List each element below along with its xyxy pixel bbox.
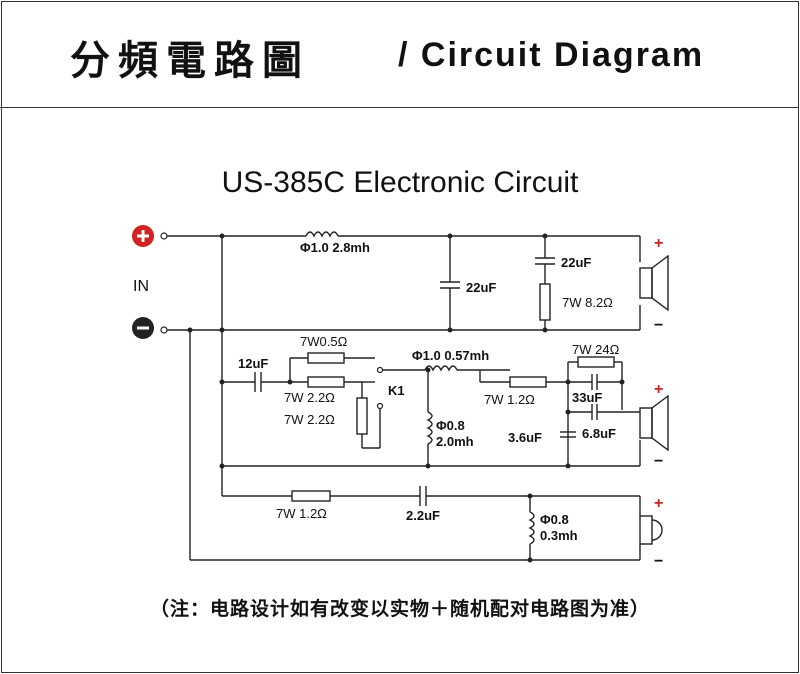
title-chinese: 分頻電路圖 bbox=[70, 38, 310, 84]
junction-dot bbox=[287, 379, 293, 385]
junction-dot bbox=[425, 367, 431, 373]
label-tweeter-resistor: 7W 8.2Ω bbox=[562, 295, 613, 310]
inductor-symbol bbox=[528, 511, 535, 545]
speaker-symbol bbox=[651, 254, 669, 312]
resistor-symbol bbox=[307, 352, 345, 364]
junction-dot bbox=[219, 327, 225, 333]
junction-dot bbox=[619, 379, 625, 385]
label-switch: K1 bbox=[388, 383, 405, 398]
footnote: （注：电路设计如有改变以实物＋随机配对电路图为准） bbox=[149, 598, 650, 620]
junction-dot bbox=[542, 233, 548, 239]
minus-sign: − bbox=[654, 317, 663, 334]
label-bass-inductor-b: 0.3mh bbox=[540, 528, 578, 543]
plus-sign: + bbox=[654, 235, 663, 252]
label-res-parallel: 7W 24Ω bbox=[572, 342, 620, 357]
label-cap-input: 12uF bbox=[238, 356, 268, 371]
label-cap-shunt: 3.6uF bbox=[508, 430, 542, 445]
label-shunt-inductor-a: Φ0.8 bbox=[436, 418, 465, 433]
label-tweeter-cap-series: 22uF bbox=[561, 255, 591, 270]
label-mid-inductor: Φ1.0 0.57mh bbox=[412, 348, 489, 363]
resistor-symbol bbox=[307, 376, 345, 388]
label-tweeter-cap-shunt: 22uF bbox=[466, 280, 496, 295]
resistor-symbol bbox=[291, 490, 331, 502]
inductor-symbol bbox=[426, 411, 433, 445]
junction-dot bbox=[219, 463, 225, 469]
minus-sign: − bbox=[654, 453, 663, 470]
switch-contact bbox=[376, 402, 384, 410]
minus-sign: − bbox=[654, 553, 663, 570]
label-res-low: 7W 2.2Ω bbox=[284, 412, 335, 427]
speaker-symbol bbox=[639, 267, 653, 299]
junction-dot bbox=[542, 327, 548, 333]
junction-dot bbox=[447, 327, 453, 333]
input-label: IN bbox=[133, 278, 149, 295]
resistor-symbol bbox=[356, 397, 368, 435]
junction-dot bbox=[565, 463, 571, 469]
label-tweeter-inductor: Φ1.0 2.8mh bbox=[300, 240, 370, 255]
junction-dot bbox=[565, 409, 571, 415]
label-bass-resistor: 7W 1.2Ω bbox=[276, 506, 327, 521]
speaker-symbol bbox=[651, 519, 663, 541]
minus-terminal-icon bbox=[132, 317, 154, 339]
junction-dot bbox=[565, 379, 571, 385]
junction-dot bbox=[447, 233, 453, 239]
label-bass-inductor-a: Φ0.8 bbox=[540, 512, 569, 527]
junction-dot bbox=[219, 233, 225, 239]
header-bar: 分頻電路圖 / Circuit Diagram bbox=[0, 0, 798, 108]
terminal-node bbox=[160, 232, 168, 240]
terminal-node bbox=[160, 326, 168, 334]
label-res-mid: 7W 2.2Ω bbox=[284, 390, 335, 405]
junction-dot bbox=[425, 463, 431, 469]
circuit-title: US-385C Electronic Circuit bbox=[221, 166, 579, 199]
resistor-symbol bbox=[577, 356, 615, 368]
label-mid-resistor: 7W 1.2Ω bbox=[484, 392, 535, 407]
speaker-symbol bbox=[639, 515, 653, 545]
plus-terminal-icon bbox=[132, 225, 154, 247]
label-res-top: 7W0.5Ω bbox=[300, 334, 348, 349]
resistor-symbol bbox=[539, 283, 551, 321]
plus-sign: + bbox=[654, 381, 663, 398]
label-cap-a: 33uF bbox=[572, 390, 602, 405]
junction-dot bbox=[527, 557, 533, 563]
junction-dot bbox=[187, 327, 193, 333]
label-shunt-inductor-b: 2.0mh bbox=[436, 434, 474, 449]
switch-contact bbox=[376, 366, 384, 374]
junction-dot bbox=[219, 379, 225, 385]
inductor-symbol bbox=[305, 231, 339, 238]
junction-dot bbox=[527, 493, 533, 499]
resistor-symbol bbox=[509, 376, 547, 388]
plus-sign: + bbox=[654, 495, 663, 512]
speaker-symbol bbox=[651, 394, 669, 452]
inductor-symbol bbox=[424, 365, 458, 372]
label-bass-capacitor: 2.2uF bbox=[406, 508, 440, 523]
label-cap-b: 6.8uF bbox=[582, 426, 616, 441]
title-english: / Circuit Diagram bbox=[398, 36, 705, 74]
speaker-symbol bbox=[639, 407, 653, 439]
